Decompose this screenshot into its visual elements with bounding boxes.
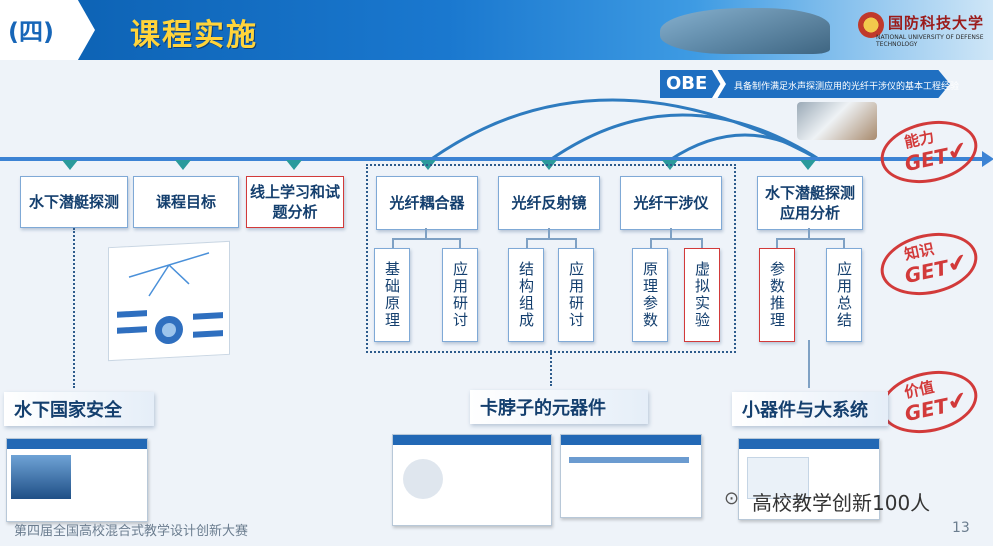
submarine-image: [660, 8, 830, 54]
connector: [526, 238, 576, 240]
box-fiber-interferometer: 光纤干涉仪: [620, 176, 722, 230]
box-basic-principle: 基础原理: [374, 248, 410, 342]
connector: [776, 238, 844, 240]
slide-thumbnail: [6, 438, 148, 522]
timeline: [0, 157, 985, 161]
box-application-study: 应用研讨: [442, 248, 478, 342]
obe-text: 具备制作满足水声探测应用的光纤干涉仪的基本工程经验: [734, 82, 960, 92]
obe-bar: [660, 70, 950, 98]
timeline-marker: [286, 160, 302, 170]
box-virtual-experiment: 虚拟实验: [684, 248, 720, 342]
thumbnail-image: [403, 459, 443, 499]
thumbnail-header: [561, 435, 701, 445]
connector: [670, 228, 672, 238]
connector: [459, 238, 461, 248]
box-fiber-coupler: 光纤耦合器: [376, 176, 478, 230]
box-application-analysis: 水下潜艇探测应用分析: [757, 176, 863, 230]
connector: [808, 340, 810, 388]
box-principle-params: 原理参数: [632, 248, 668, 342]
timeline-marker: [62, 160, 78, 170]
connector: [73, 228, 75, 388]
footer-text: 第四届全国高校混合式教学设计创新大赛: [14, 524, 249, 539]
connector: [650, 238, 702, 240]
connector: [808, 228, 810, 238]
label-small-device-big-system: 小器件与大系统: [732, 392, 888, 426]
university-logo-icon: [858, 12, 884, 38]
classroom-photo: [797, 102, 877, 140]
slide-thumbnail: [738, 438, 880, 520]
university-name-en: NATIONAL UNIVERSITY OF DEFENSE TECHNOLOG…: [876, 34, 984, 48]
timeline-marker: [800, 160, 816, 170]
slide-thumbnail: [392, 434, 552, 526]
connector: [392, 238, 394, 248]
thumbnail-header: [739, 439, 879, 449]
section-number: (四): [8, 18, 54, 46]
label-national-security: 水下国家安全: [4, 392, 154, 426]
timeline-marker: [175, 160, 191, 170]
timeline-arrow-icon: [982, 151, 993, 167]
label-key-components: 卡脖子的元器件: [470, 390, 648, 424]
connector: [843, 238, 845, 248]
connector: [548, 228, 550, 238]
thumbnail-header: [393, 435, 551, 445]
university-name: 国防科技大学: [888, 14, 985, 32]
wechat-icon: ⊙: [724, 488, 740, 509]
connector: [392, 238, 460, 240]
obe-label: OBE: [666, 73, 708, 94]
watermark: 高校教学创新100人: [752, 491, 931, 515]
thumbnail-header: [7, 439, 147, 449]
box-structure: 结构组成: [508, 248, 544, 342]
box-application-summary: 应用总结: [826, 248, 862, 342]
box-param-derivation: 参数推理: [759, 248, 795, 342]
page-number: 13: [952, 520, 970, 536]
box-online-learning: 线上学习和试题分析: [246, 176, 344, 228]
thumbnail-line: [569, 457, 689, 463]
connector: [650, 238, 652, 248]
thumbnail-image: [747, 457, 809, 499]
connector: [425, 228, 427, 238]
section-badge: [0, 0, 95, 60]
mindmap-thumbnail: [108, 240, 230, 362]
box-application-study: 应用研讨: [558, 248, 594, 342]
box-submarine-detection: 水下潜艇探测: [20, 176, 128, 228]
thumbnail-image: [11, 455, 71, 499]
connector: [575, 238, 577, 248]
box-course-goals: 课程目标: [133, 176, 239, 228]
slide-thumbnail: [560, 434, 702, 518]
connector: [776, 238, 778, 248]
connector: [550, 350, 552, 386]
box-fiber-mirror: 光纤反射镜: [498, 176, 600, 230]
page-title: 课程实施: [130, 18, 258, 53]
connector: [526, 238, 528, 248]
connector: [701, 238, 703, 248]
